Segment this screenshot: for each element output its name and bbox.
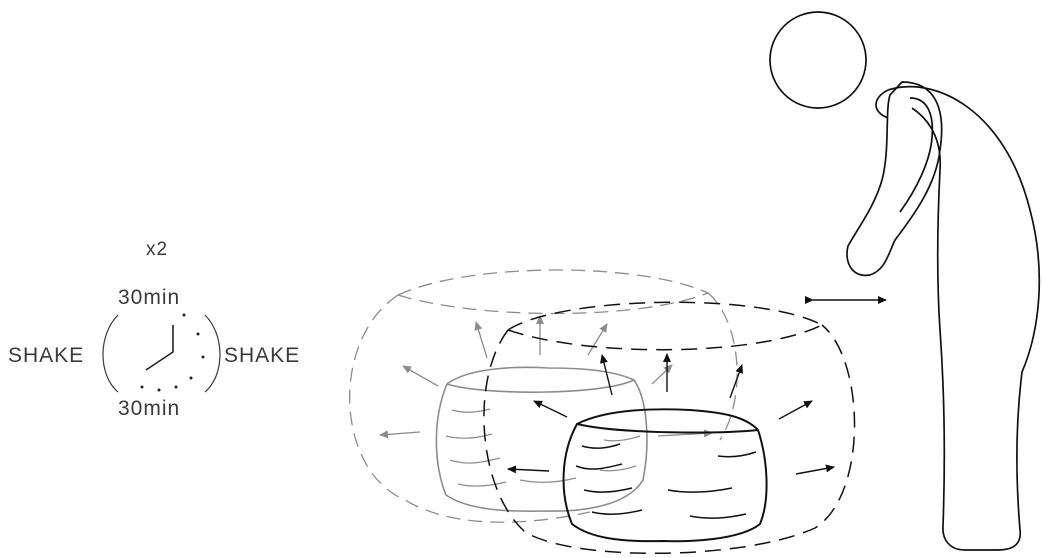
expansion-arrows-gray <box>380 316 712 436</box>
beanbag-icon-black <box>564 409 767 541</box>
beanbag-icon-gray <box>436 367 647 511</box>
clock-icon <box>103 314 220 393</box>
person-icon <box>770 12 1039 550</box>
expansion-arrows-black <box>508 354 834 474</box>
expanded-outline-gray <box>350 270 737 522</box>
